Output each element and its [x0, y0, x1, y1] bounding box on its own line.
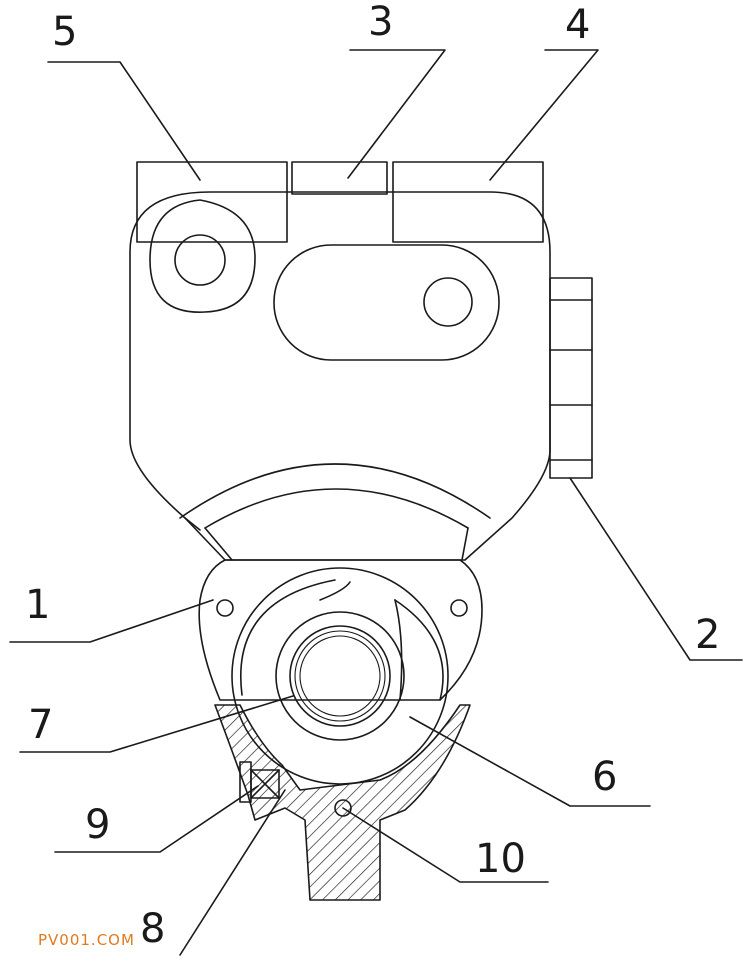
leader-10 — [342, 807, 549, 883]
leader-9 — [54, 785, 259, 853]
main-housing — [129, 191, 551, 561]
leader-6 — [409, 716, 651, 807]
callout-6: 6 — [592, 754, 617, 800]
leader-4 — [489, 49, 599, 181]
left-boss — [149, 199, 256, 313]
flange-hole-right — [450, 599, 468, 617]
bearing-inner — [289, 625, 391, 727]
callout-8: 8 — [140, 906, 165, 952]
leader-3 — [347, 49, 446, 179]
leader-lines — [9, 49, 743, 956]
leader-7 — [19, 695, 294, 753]
callout-4: 4 — [565, 2, 590, 48]
side-blocks — [549, 277, 593, 479]
shaft — [294, 630, 386, 722]
curved-band — [179, 463, 491, 519]
block-5 — [136, 161, 288, 243]
shaft-bore — [299, 635, 381, 717]
leader-8 — [179, 789, 286, 956]
watermark: PV001.COM — [38, 931, 135, 949]
callout-9: 9 — [85, 802, 110, 848]
key-block-9 — [239, 761, 280, 803]
callout-1: 1 — [25, 582, 50, 628]
callout-10: 10 — [475, 836, 526, 882]
left-hole — [174, 234, 226, 286]
leader-1 — [9, 599, 214, 643]
callout-7: 7 — [28, 702, 53, 748]
side-block-2 — [549, 277, 593, 479]
callouts: 5 3 4 1 2 7 6 9 10 8 — [25, 0, 720, 952]
slot-hole — [423, 277, 473, 327]
leader-5 — [47, 61, 201, 181]
leader-2 — [569, 477, 743, 661]
top-blocks — [136, 161, 544, 243]
slot — [273, 244, 500, 361]
hatched-section — [214, 704, 471, 901]
pin-hole-10 — [334, 799, 352, 817]
callout-5: 5 — [52, 9, 77, 55]
rotor-outer — [231, 567, 449, 785]
block-4 — [392, 161, 544, 243]
block-3 — [291, 161, 388, 195]
bearing-outer — [275, 611, 405, 741]
callout-2: 2 — [695, 612, 720, 658]
callout-3: 3 — [368, 0, 393, 45]
flange-hole-left — [216, 599, 234, 617]
